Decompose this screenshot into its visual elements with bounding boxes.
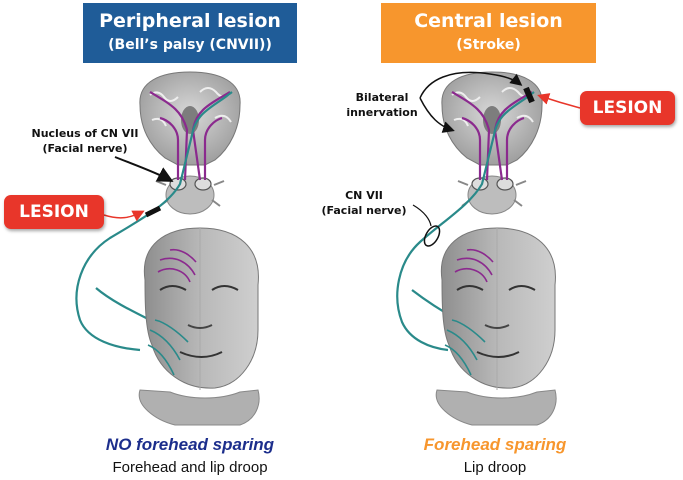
right-brain bbox=[441, 71, 543, 166]
bilateral-label: Bilateral innervation bbox=[340, 90, 424, 120]
nucleus-label-line1: Nucleus of CN VII bbox=[31, 127, 139, 140]
cn-vii-label-line2: (Facial nerve) bbox=[321, 204, 407, 217]
left-title-box: Peripheral lesion (Bell’s palsy (CNVII)) bbox=[83, 3, 297, 63]
right-lesion-marker bbox=[523, 86, 535, 104]
left-subtitle: (Bell’s palsy (CNVII)) bbox=[108, 37, 272, 53]
left-lower-motor-pathway bbox=[75, 91, 233, 352]
left-caption-subtitle: Forehead and lip droop bbox=[112, 459, 268, 476]
left-brainstem bbox=[155, 175, 225, 215]
left-nucleus-arrow bbox=[114, 156, 174, 182]
cn-vii-pointer bbox=[412, 204, 432, 227]
nucleus-label: Nucleus of CN VII (Facial nerve) bbox=[10, 126, 160, 156]
left-title: Peripheral lesion bbox=[99, 10, 281, 32]
right-subtitle: (Stroke) bbox=[456, 37, 521, 53]
cn-vii-highlight-ring bbox=[423, 225, 441, 247]
right-caption-title: Forehead sparing bbox=[423, 435, 567, 454]
right-brainstem bbox=[457, 175, 527, 215]
bilateral-label-line1: Bilateral bbox=[355, 91, 409, 104]
left-face bbox=[138, 227, 260, 426]
right-face bbox=[435, 227, 557, 426]
cn-vii-label-line1: CN VII bbox=[345, 189, 383, 202]
bilateral-label-line2: innervation bbox=[346, 106, 418, 119]
bilateral-arrow-lower bbox=[419, 97, 455, 133]
left-lesion-marker bbox=[144, 205, 162, 218]
bilateral-arrow bbox=[419, 71, 523, 99]
cn-vii-label: CN VII (Facial nerve) bbox=[314, 188, 414, 218]
right-title-box: Central lesion (Stroke) bbox=[381, 3, 596, 63]
nucleus-label-line2: (Facial nerve) bbox=[42, 142, 128, 155]
right-lesion-tag: LESION bbox=[580, 91, 675, 125]
left-caption-title: NO forehead sparing bbox=[105, 435, 275, 454]
left-lesion-tag: LESION bbox=[4, 195, 104, 229]
right-title: Central lesion bbox=[414, 10, 563, 32]
right-lesion-arrow bbox=[537, 93, 581, 109]
right-caption-subtitle: Lip droop bbox=[463, 459, 527, 476]
left-lesion-arrow bbox=[103, 210, 145, 222]
